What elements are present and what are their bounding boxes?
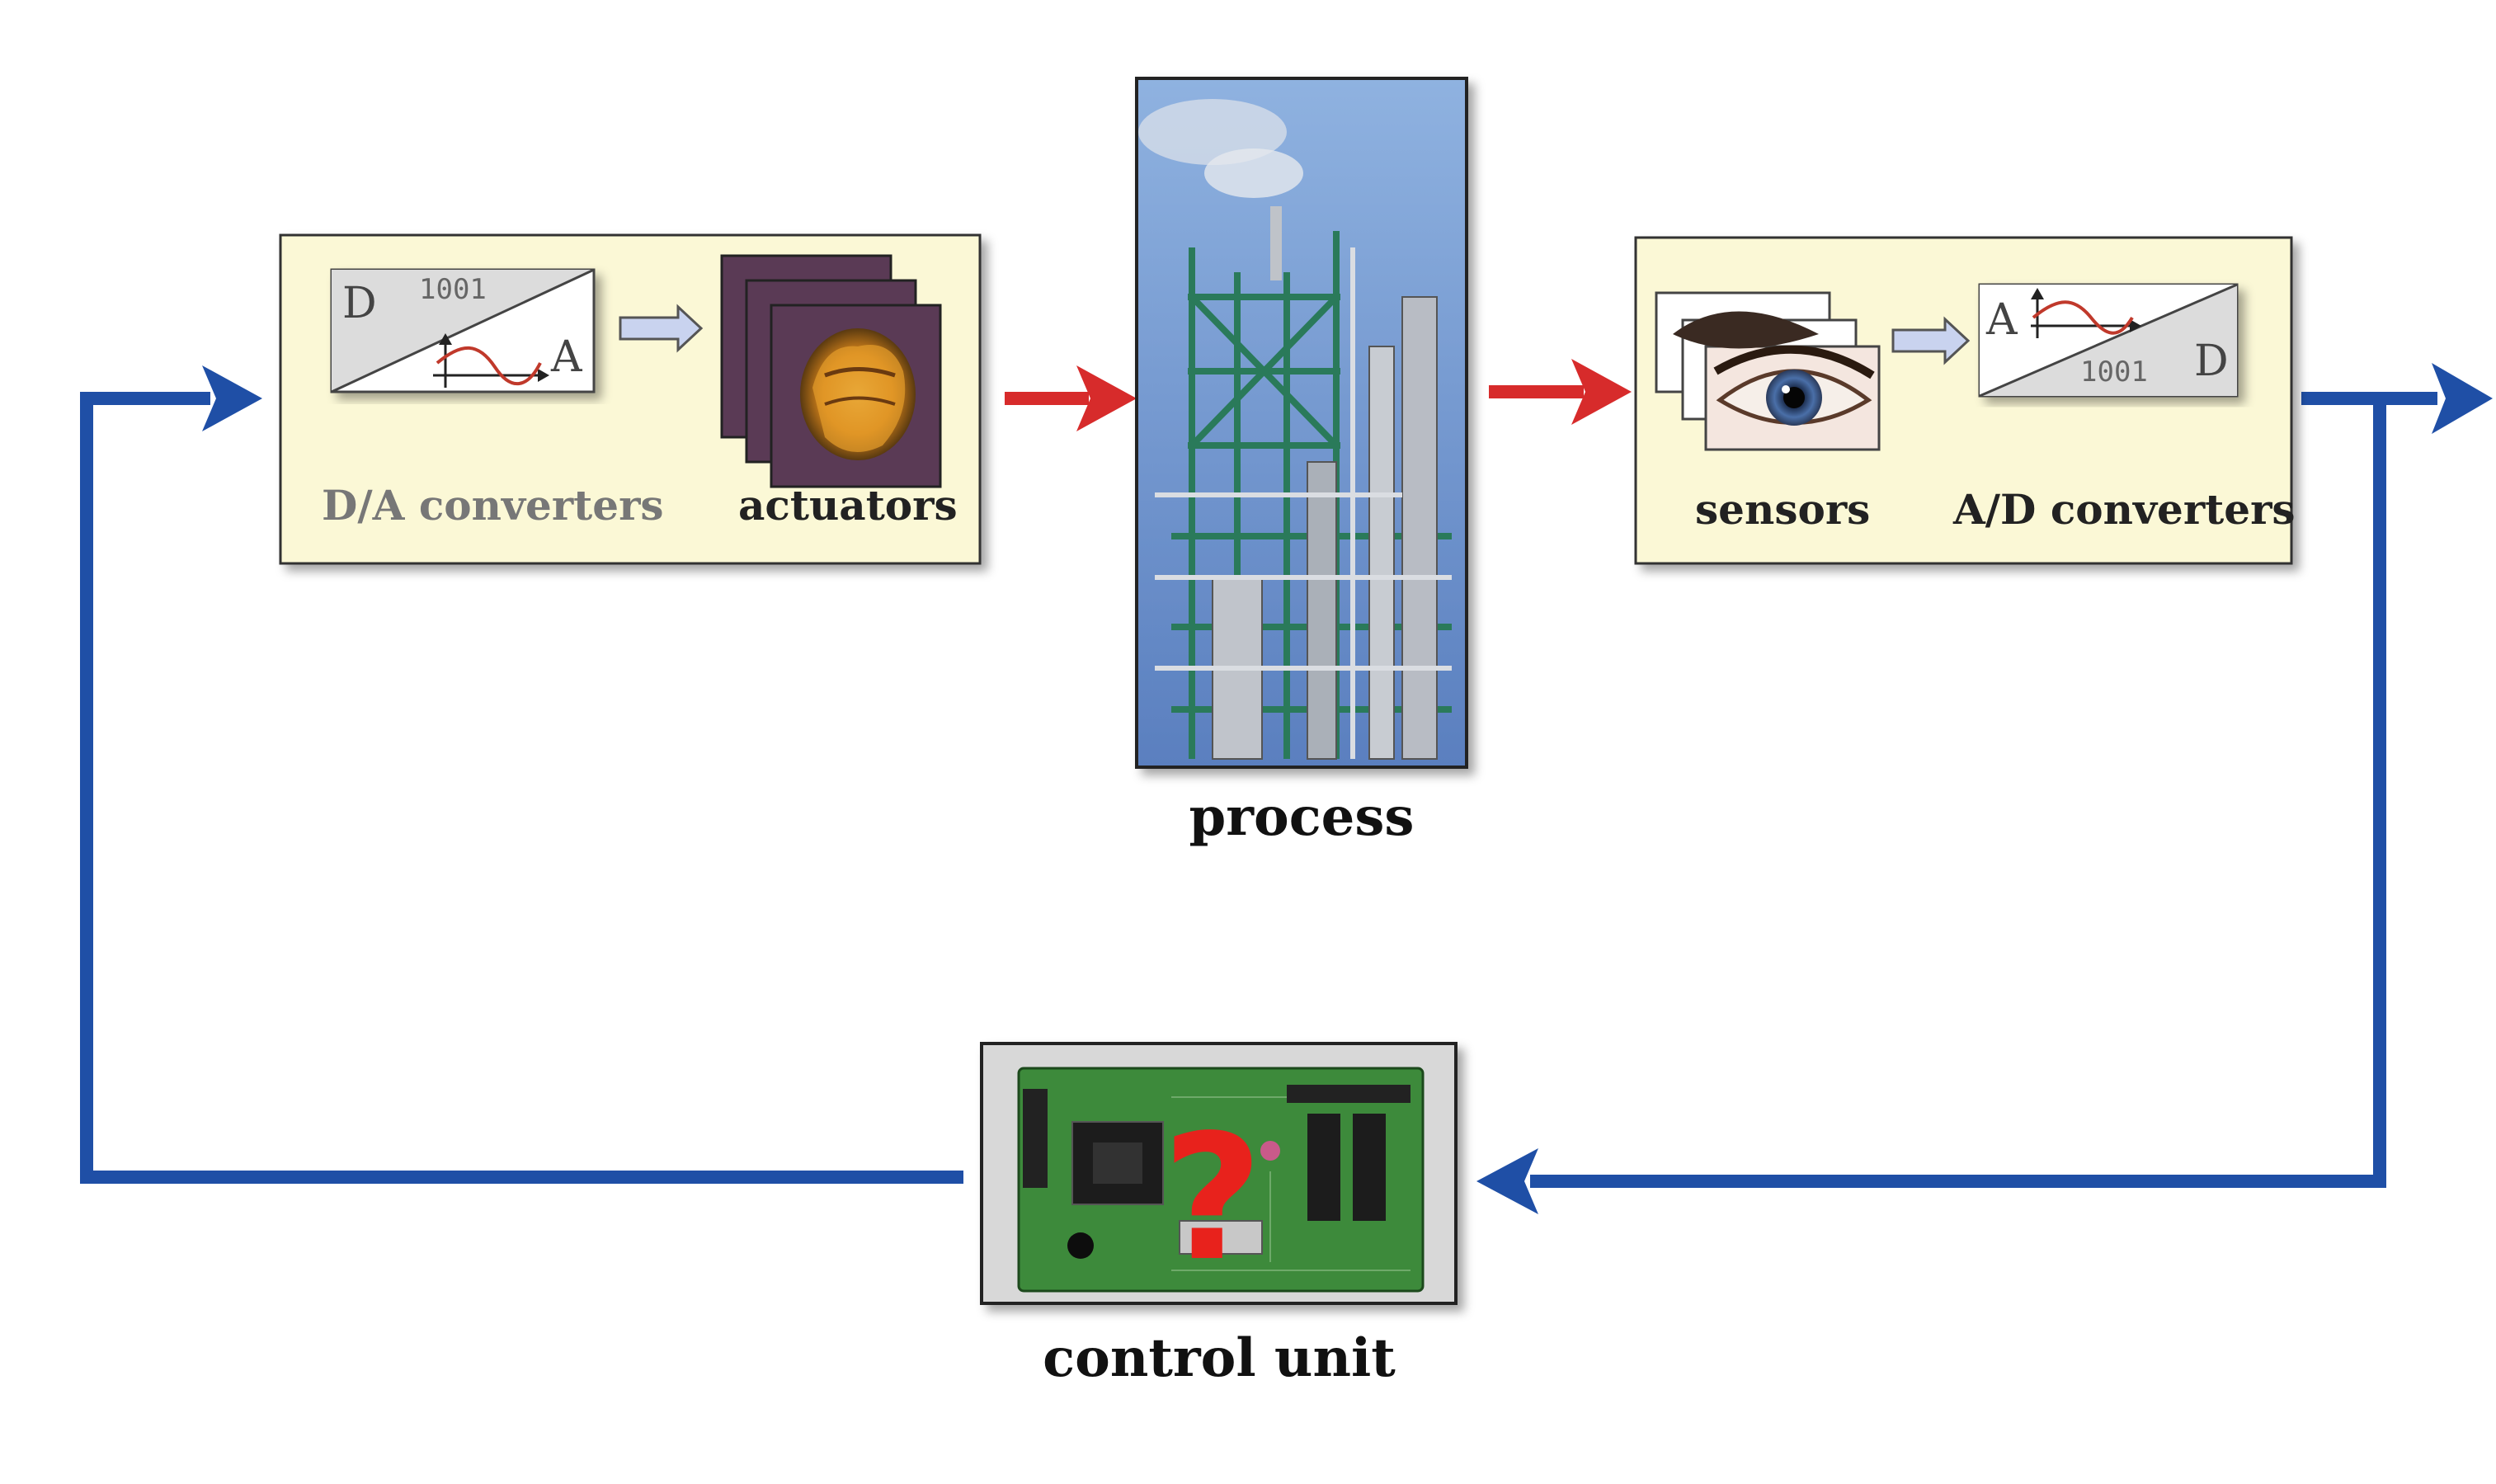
sensors-image [1655, 291, 1881, 451]
da-to-actuator-arrow [619, 304, 704, 353]
sensors-label: sensors [1695, 485, 1870, 534]
control-board-image: ? [980, 1042, 1458, 1305]
da-icon-d: D [342, 279, 377, 328]
control-unit-block: ? control unit [980, 1042, 1458, 1389]
fist-icon [800, 328, 916, 460]
feedback-arrowhead-bottom [1476, 1148, 1538, 1214]
control-unit-label: control unit [1043, 1327, 1396, 1389]
sensor-to-ad-arrow [1891, 316, 1971, 365]
da-icon-code: 1001 [419, 273, 487, 306]
feedback-loop [80, 363, 2493, 1214]
da-converter-icon: D 1001 A [330, 268, 596, 393]
da-waveform-icon [433, 333, 549, 388]
ad-waveform-icon [2031, 288, 2141, 338]
output-interface-box: D 1001 A [279, 233, 982, 565]
feedback-arrowhead-left [202, 365, 262, 431]
feedback-line-right [1530, 392, 2386, 1188]
actuator-to-process-arrowhead [1076, 365, 1137, 431]
ad-icon-code: 1001 [2080, 356, 2148, 389]
process-to-sensors-arrowhead [1571, 359, 1632, 425]
process-label: process [1189, 786, 1415, 848]
da-converters-label: D/A converters [322, 481, 664, 530]
ad-converter-icon: A 1001 D [1978, 283, 2239, 398]
ad-icon-a: A [1985, 295, 2018, 345]
refinery-image [1135, 77, 1468, 769]
process-block: process [1135, 77, 1468, 848]
control-unit-question-mark: ? [1162, 1097, 1263, 1299]
output-arrowhead [2432, 363, 2493, 434]
ad-converters-label: A/D converters [1952, 485, 2296, 534]
eye-icon [1713, 345, 1875, 426]
actuators-label: actuators [738, 481, 958, 530]
da-icon-a: A [550, 332, 583, 382]
ad-icon-d: D [2194, 337, 2229, 386]
actuators-image [720, 254, 942, 488]
signal-arrows [1005, 359, 1632, 431]
feedback-line-left [80, 392, 963, 1184]
input-interface-box: A 1001 D sensors A/D converters [1634, 236, 2296, 565]
